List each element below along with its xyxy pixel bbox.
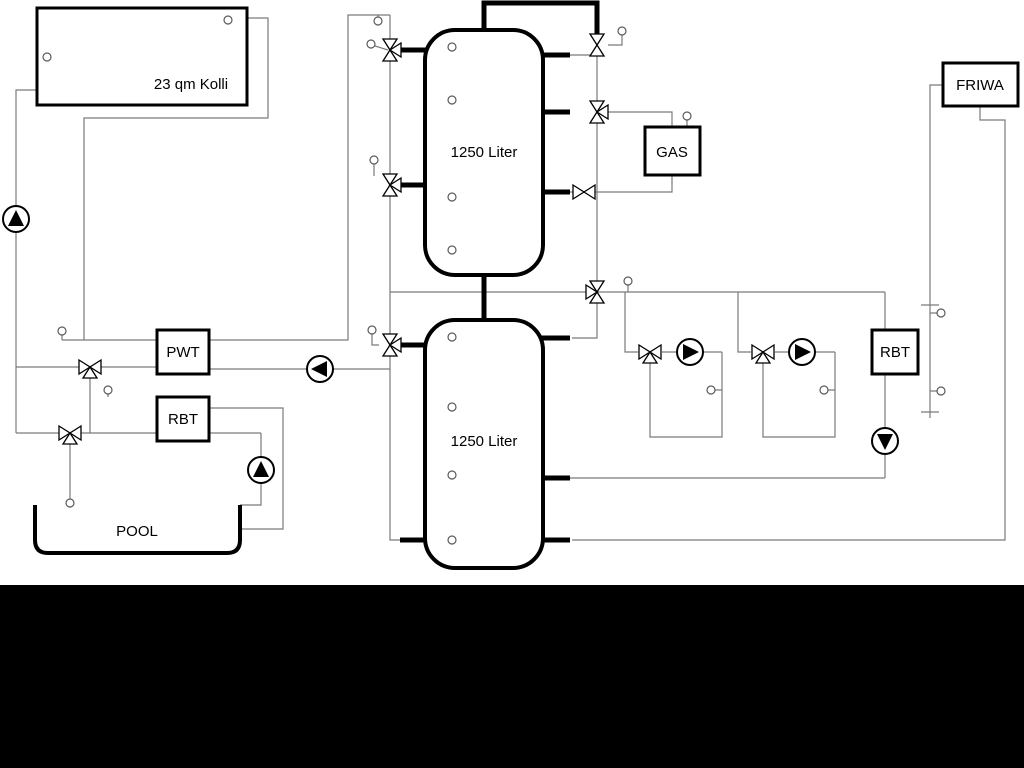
tank-top-label: 1250 Liter <box>451 144 518 161</box>
rbt-left-label: RBT <box>168 411 198 428</box>
sensor-circle <box>223 15 233 25</box>
sensor-circle <box>447 95 457 105</box>
valve-header-top <box>588 33 606 57</box>
sensor-circle <box>682 111 692 121</box>
pwt-label: PWT <box>166 344 199 361</box>
sensor-circle <box>623 276 633 286</box>
sensor-circle <box>706 385 716 395</box>
sensor-circle <box>447 42 457 52</box>
three-way-valve-tank-bottom <box>381 333 402 357</box>
three-way-valve-circuit-2 <box>751 343 775 364</box>
tank-bottom-label: 1250 Liter <box>451 433 518 450</box>
sensor-circle <box>617 26 627 36</box>
sensor-circle <box>447 402 457 412</box>
rbt-right-label: RBT <box>880 344 910 361</box>
three-way-valve-pool-loop <box>58 424 82 445</box>
sensor-circle <box>447 192 457 202</box>
sensor-circle <box>369 155 379 165</box>
sensor-circle <box>373 16 383 26</box>
pump-collector <box>2 205 30 233</box>
sensor-group <box>42 15 946 545</box>
gas-label: GAS <box>656 144 688 161</box>
sensor-circle <box>447 470 457 480</box>
sensor-circle <box>65 498 75 508</box>
friwa-label: FRIWA <box>956 77 1004 94</box>
sensor-circle <box>57 326 67 336</box>
pipe-network-thick <box>400 0 600 543</box>
friwa-box <box>941 61 1020 108</box>
three-way-valve-circuit-1 <box>638 343 662 364</box>
sensor-circle <box>366 39 376 49</box>
three-way-valve-gas-supply <box>588 100 609 124</box>
pool-label: POOL <box>116 523 158 540</box>
sensor-circle <box>447 245 457 255</box>
sensor-circle <box>936 308 946 318</box>
pump-pwt-charge <box>306 355 334 383</box>
rbt-left-box <box>155 395 211 443</box>
pool-basin <box>33 505 242 555</box>
buffer-tank-bottom <box>423 318 545 570</box>
collector-label: 23 qm Kolli <box>154 76 228 93</box>
pump-circuit-2 <box>788 338 816 366</box>
sensor-circle <box>447 535 457 545</box>
pump-rbt-return <box>871 427 899 455</box>
rbt-right-box <box>870 328 920 376</box>
sensor-circle <box>42 52 52 62</box>
buffer-tank-top <box>423 28 545 277</box>
three-way-valve-heating-header <box>585 280 606 304</box>
sensor-circle <box>447 332 457 342</box>
pump-pool <box>247 456 275 484</box>
sensor-circle <box>819 385 829 395</box>
collector-box <box>35 6 249 107</box>
bottom-black-band <box>0 585 1024 768</box>
gas-boiler-box <box>643 125 702 177</box>
three-way-valve-tank-top-lower <box>381 173 402 197</box>
three-way-valve-tank-top-upper <box>381 38 402 62</box>
sensor-circle <box>103 385 113 395</box>
pwt-box <box>155 328 211 376</box>
sensor-circle <box>367 325 377 335</box>
valve-gas-return <box>572 183 596 201</box>
three-way-valve-pwt-loop <box>78 358 102 379</box>
sensor-circle <box>936 386 946 396</box>
pump-circuit-1 <box>676 338 704 366</box>
